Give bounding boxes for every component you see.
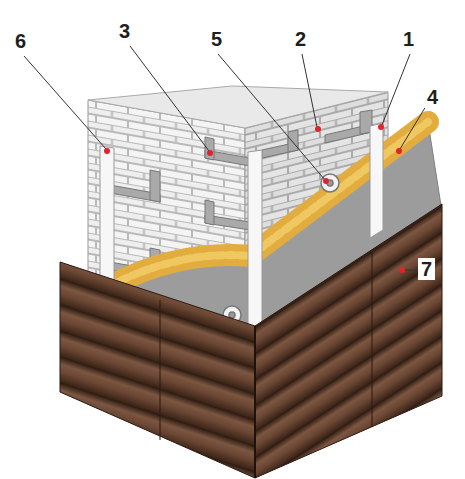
- callout-number: 1: [400, 28, 417, 50]
- callout-number: 5: [208, 28, 225, 50]
- callout-number: 2: [292, 28, 309, 50]
- callout-number: 4: [424, 86, 441, 108]
- callout-number: 7: [418, 258, 435, 280]
- callout-number: 6: [12, 30, 29, 52]
- callout-number: 3: [116, 20, 133, 42]
